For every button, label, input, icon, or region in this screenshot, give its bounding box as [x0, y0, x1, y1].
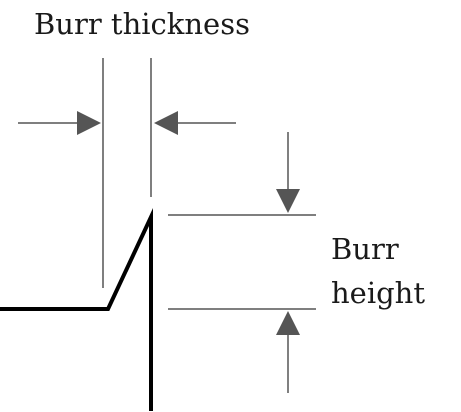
- burr-height-label: Burr height: [331, 227, 425, 315]
- height-arrow-bottom-head: [276, 311, 300, 335]
- thickness-arrow-left-head: [77, 111, 101, 135]
- burr-height-label-line1: Burr: [331, 232, 399, 266]
- burr-thickness-label: Burr thickness: [34, 7, 250, 41]
- thickness-arrow-right-head: [154, 111, 178, 135]
- height-arrow-top-head: [276, 189, 300, 213]
- burr-height-label-line2: height: [331, 276, 426, 310]
- burr-profile: [0, 207, 153, 411]
